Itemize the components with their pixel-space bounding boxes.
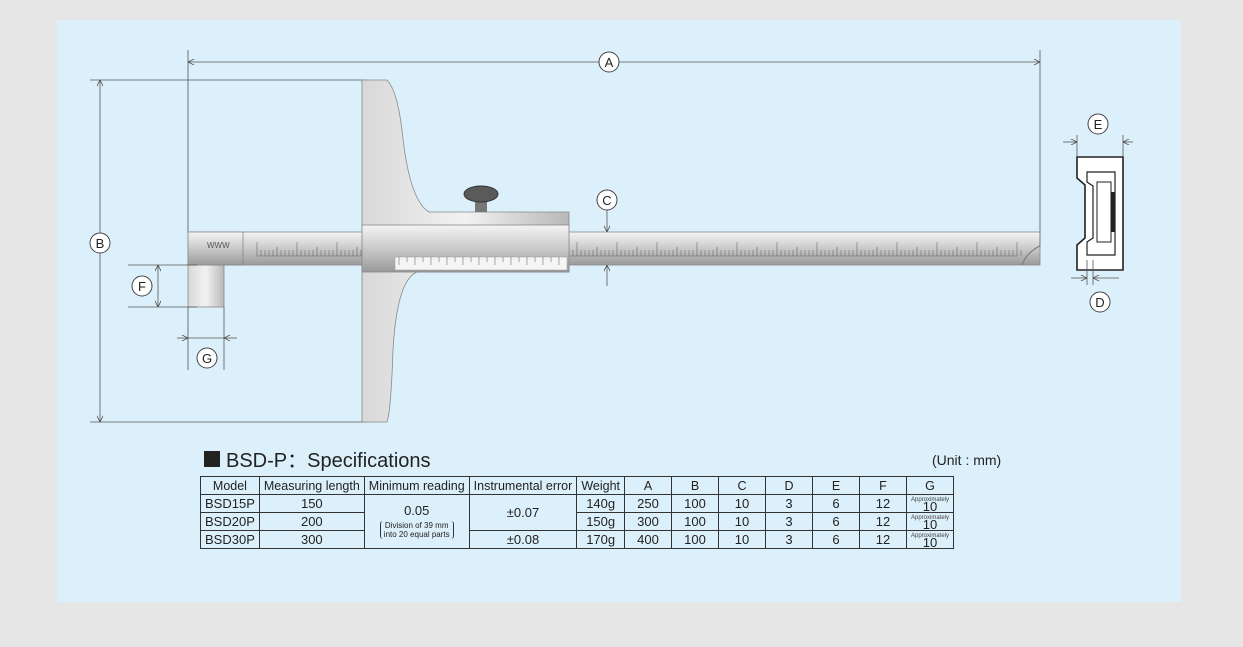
dim-label-a: A bbox=[605, 55, 614, 70]
col-b: B bbox=[671, 476, 719, 495]
cell-a: 400 bbox=[624, 530, 672, 549]
cell-error: ±0.08 bbox=[468, 530, 578, 549]
cell-f: 12 bbox=[859, 530, 907, 549]
cell-d: 3 bbox=[765, 494, 813, 513]
cell-a: 300 bbox=[624, 512, 672, 531]
dim-label-e: E bbox=[1094, 117, 1103, 132]
cell-c: 10 bbox=[718, 494, 766, 513]
cell-length: 150 bbox=[258, 494, 365, 513]
cell-model: BSD30P bbox=[200, 530, 260, 549]
col-measuring-length: Measuring length bbox=[258, 476, 365, 495]
cell-a: 250 bbox=[624, 494, 672, 513]
unit-label: (Unit : mm) bbox=[932, 452, 1002, 468]
cell-error: ±0.07 bbox=[468, 494, 578, 531]
cell-model: BSD15P bbox=[200, 494, 260, 513]
content-panel: A B WWW bbox=[57, 20, 1181, 602]
cell-f: 12 bbox=[859, 512, 907, 531]
specs-title-text: BSD-P：Specifications bbox=[226, 450, 431, 472]
g-note: Approximately bbox=[911, 496, 950, 503]
col-instrumental-error: Instrumental error bbox=[468, 476, 578, 495]
caliper-beam bbox=[187, 231, 1041, 266]
caliper-hook bbox=[187, 264, 225, 308]
cell-c: 10 bbox=[718, 512, 766, 531]
table-row: BSD30P 300 ±0.08 170g 400 100 10 3 6 12 … bbox=[200, 530, 955, 550]
cell-b: 100 bbox=[671, 494, 719, 513]
caliper-diagram: A B WWW bbox=[89, 50, 1133, 423]
dimension-f: F bbox=[128, 264, 197, 308]
vernier-ticks bbox=[398, 257, 560, 265]
g-value: 10 bbox=[922, 516, 938, 532]
col-e: E bbox=[812, 476, 860, 495]
cell-d: 3 bbox=[765, 512, 813, 531]
col-f: F bbox=[859, 476, 907, 495]
cell-model: BSD20P bbox=[200, 512, 260, 531]
col-minimum-reading: Minimum reading bbox=[363, 476, 470, 495]
cell-length: 300 bbox=[258, 530, 365, 549]
cell-b: 100 bbox=[671, 530, 719, 549]
g-value: 10 bbox=[922, 534, 938, 550]
dim-label-c: C bbox=[602, 193, 611, 208]
col-weight: Weight bbox=[576, 476, 625, 495]
dimension-c: C bbox=[596, 189, 618, 286]
cell-e: 6 bbox=[812, 512, 860, 531]
col-d: D bbox=[765, 476, 813, 495]
cell-b: 100 bbox=[671, 512, 719, 531]
g-note: Approximately bbox=[911, 514, 950, 521]
cell-weight: 150g bbox=[576, 512, 625, 531]
cell-d: 3 bbox=[765, 530, 813, 549]
cell-length: 200 bbox=[258, 512, 365, 531]
g-note: Approximately bbox=[911, 532, 950, 539]
dim-label-b: B bbox=[96, 236, 105, 251]
col-c: C bbox=[718, 476, 766, 495]
specs-title: BSD-P：Specifications bbox=[204, 444, 431, 473]
table-row: BSD20P 200 150g 300 100 10 3 6 12 Approx… bbox=[200, 512, 955, 532]
dimension-g: G bbox=[177, 307, 237, 370]
specs-table: Model Measuring length Minimum reading I… bbox=[200, 476, 955, 550]
g-value: 10 bbox=[922, 498, 938, 514]
cross-section: E D bbox=[1063, 113, 1133, 313]
dim-label-d: D bbox=[1095, 295, 1104, 310]
col-a: A bbox=[624, 476, 672, 495]
dimension-b: B bbox=[89, 79, 367, 423]
svg-text:WWW: WWW bbox=[207, 241, 230, 250]
vernier-plate bbox=[394, 256, 568, 271]
col-g: G bbox=[905, 476, 955, 495]
dim-label-g: G bbox=[202, 351, 212, 366]
cell-weight: 170g bbox=[576, 530, 625, 549]
cell-e: 6 bbox=[812, 530, 860, 549]
dim-label-f: F bbox=[138, 279, 146, 294]
cell-e: 6 bbox=[812, 494, 860, 513]
min-reading-note-line1: Division of 39 mm bbox=[384, 520, 449, 530]
min-reading-value: 0.05 bbox=[404, 502, 430, 518]
col-model: Model bbox=[200, 476, 260, 495]
cell-c: 10 bbox=[718, 530, 766, 549]
cell-f: 12 bbox=[859, 494, 907, 513]
min-reading-note-line2: into 20 equal parts bbox=[383, 529, 450, 539]
cell-weight: 140g bbox=[576, 494, 625, 513]
lock-knob bbox=[463, 185, 499, 203]
table-header-row: Model Measuring length Minimum reading I… bbox=[200, 476, 955, 495]
dimension-a: A bbox=[187, 50, 1041, 232]
bullet-square-icon bbox=[204, 450, 220, 467]
